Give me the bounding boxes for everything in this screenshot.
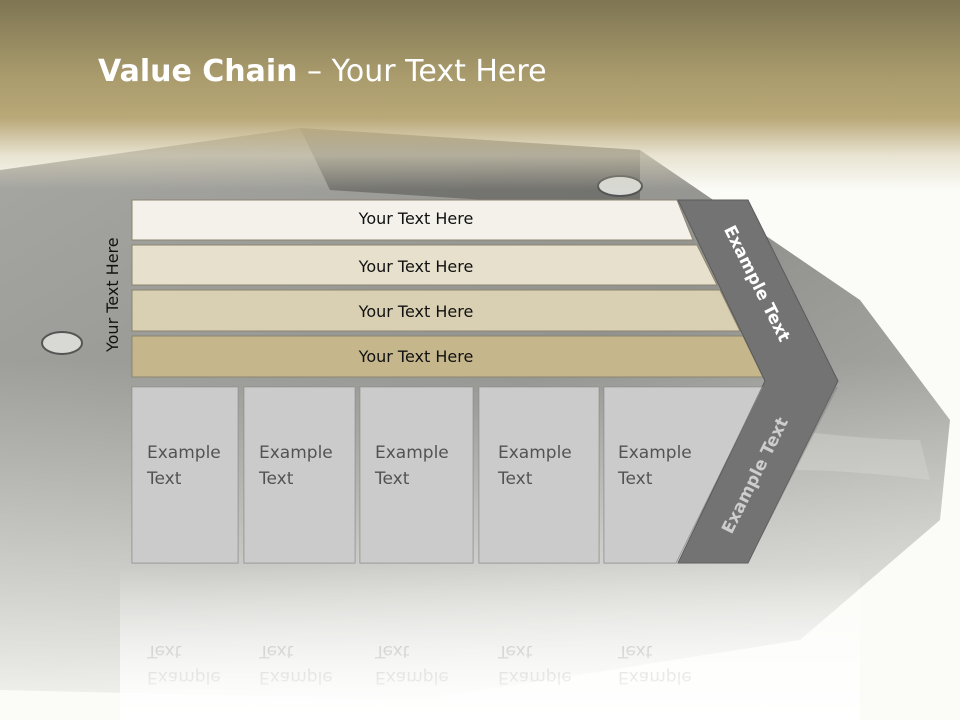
column-1-line1: Example (147, 443, 221, 463)
chevron-arrow[interactable] (677, 199, 839, 564)
bar-1[interactable] (131, 199, 694, 241)
column-5[interactable] (603, 386, 764, 564)
column-1-line2: Text (146, 469, 182, 489)
column-3-line1: Example (375, 443, 449, 463)
column-2-line2: Text (258, 469, 294, 489)
column-5-line1: Example (618, 443, 692, 463)
title-rest: – Your Text Here (297, 54, 547, 89)
column-2[interactable] (243, 386, 356, 564)
bar-2-label: Your Text Here (358, 257, 474, 276)
column-4[interactable] (478, 386, 600, 564)
page-title: Value Chain – Your Text Here (98, 54, 547, 89)
title-bold: Value Chain (98, 54, 298, 89)
column-4-line2: Text (497, 469, 533, 489)
bar-1-label: Your Text Here (358, 209, 474, 228)
column-5-line2: Text (617, 469, 653, 489)
reflection-fade (120, 566, 860, 720)
bar-3[interactable] (131, 289, 741, 332)
bars-group: Your Text Here Your Text Here Your Text … (131, 199, 764, 378)
column-4-line1: Example (498, 443, 572, 463)
bar-2[interactable] (131, 244, 718, 286)
column-3-line2: Text (374, 469, 410, 489)
header-band (0, 0, 960, 190)
column-3[interactable] (359, 386, 474, 564)
bar-3-label: Your Text Here (358, 302, 474, 321)
column-2-line1: Example (259, 443, 333, 463)
bar-4-label: Your Text Here (358, 347, 474, 366)
column-1[interactable] (131, 386, 239, 564)
reflection-group (132, 387, 838, 563)
columns-group: Example Text Example Text Example Text E… (131, 386, 764, 564)
